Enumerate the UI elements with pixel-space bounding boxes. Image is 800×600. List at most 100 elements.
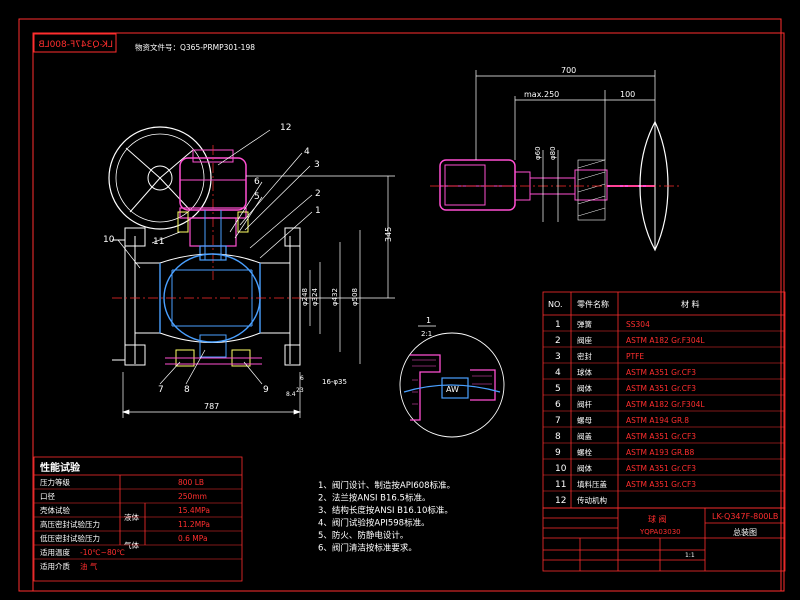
bom-no: 10 (555, 464, 567, 474)
bom-material: ASTM A193 GR.B8 (626, 448, 694, 457)
perf-value: 15.4MPa (178, 506, 210, 515)
balloon-5: 5 (254, 192, 260, 202)
detail-view (399, 332, 505, 438)
perf-table (33, 456, 243, 582)
balloon-3: 3 (314, 160, 320, 170)
part-balloons: 12 4 3 6 5 2 1 10 11 7 8 9 (103, 123, 321, 395)
side-dims (475, 70, 656, 222)
bom-no: 2 (555, 336, 561, 346)
front-view (108, 126, 318, 367)
dim-phi248: φ248 (301, 288, 309, 306)
detail-number: 1 (426, 316, 431, 325)
bom-part-name: 螺栓 (577, 447, 592, 457)
perf-value: -10℃~80℃ (80, 548, 125, 557)
bom-part-name: 填料压盖 (577, 479, 607, 489)
dim-6: 6 (300, 375, 304, 382)
drawing-id-box (33, 33, 117, 53)
title-product: 球 阀 (648, 514, 667, 524)
bom-no: 12 (555, 496, 566, 506)
balloon-11: 11 (153, 237, 164, 247)
bom-part-name: 球体 (577, 367, 592, 377)
dim-345: 345 (384, 227, 393, 242)
note-line: 3、结构长度按ANSI B16.10标准。 (318, 505, 453, 516)
bom-no: 4 (555, 368, 561, 378)
bom-part-name: 密封 (577, 351, 592, 361)
dim-8-4: 8.4 (286, 391, 296, 398)
handwheel (108, 126, 212, 230)
detail-aw-label: AW (446, 385, 459, 394)
bom-header-material: 材 料 (681, 299, 700, 309)
drawing-id-mirrored: LK-Q347F-800LB (38, 40, 113, 50)
perf-label: 高压密封试验压力 (40, 519, 100, 529)
bom-no: 1 (555, 320, 561, 330)
note-line: 4、阀门试验按API598标准。 (318, 518, 430, 529)
note-line: 6、阀门清洁按标准要求。 (318, 543, 417, 554)
note-line: 5、防火、防静电设计。 (318, 530, 408, 541)
dim-length-787: 787 (204, 402, 219, 411)
bom-part-name: 阀杆 (577, 399, 592, 409)
dim-phi60: φ60 (534, 146, 542, 160)
bom-no: 3 (555, 352, 561, 362)
note-line: 1、阀门设计、制造按API608标准。 (318, 480, 455, 491)
dim-phi324: φ324 (311, 287, 319, 306)
title-sheet-name: 总装图 (733, 527, 757, 537)
balloon-2: 2 (315, 189, 321, 199)
bom-part-name: 阀体 (577, 383, 592, 393)
dim-700: 700 (561, 66, 576, 75)
bom-material: ASTM A351 Gr.CF3 (626, 464, 696, 473)
side-gearbox (439, 159, 516, 211)
balloon-9: 9 (263, 385, 269, 395)
title-drawing-no: LK-Q347F-800LB (712, 512, 778, 521)
side-wall-hatch (577, 159, 606, 221)
note-line: 2、法兰按ANSI B16.5标准。 (318, 493, 430, 504)
title-scale: 1:1 (685, 552, 695, 559)
dim-phi80: φ80 (549, 146, 557, 160)
perf-label: 口径 (40, 491, 55, 501)
perf-value: 油 气 (80, 561, 98, 571)
balloon-1: 1 (315, 206, 321, 216)
bom-no: 11 (555, 480, 566, 490)
perf-value: 0.6 MPa (178, 534, 208, 543)
detail-scale: 2:1 (421, 330, 432, 338)
front-dims (121, 175, 395, 418)
bom-part-name: 阀体 (577, 463, 592, 473)
dim-23: 23 (296, 387, 304, 394)
balloon-7: 7 (158, 385, 164, 395)
bom-material: ASTM A182 Gr.F304L (626, 400, 705, 409)
bom-no: 8 (555, 432, 561, 442)
bom-material: ASTM A182 Gr.F304L (626, 336, 705, 345)
balloon-8: 8 (184, 385, 190, 395)
bom-part-name: 传动机构 (577, 495, 607, 505)
balloon-12: 12 (280, 123, 291, 133)
perf-value: 250mm (178, 492, 207, 501)
perf-label: 压力等级 (40, 477, 70, 487)
perf-value: 11.2MPa (178, 520, 210, 529)
perf-label: 适用温度 (40, 547, 70, 557)
dim-100: 100 (620, 90, 635, 99)
technical-notes: 1、阀门设计、制造按API608标准。 2、法兰按ANSI B16.5标准。3、结… (318, 480, 455, 554)
dim-phi432: φ432 (331, 288, 339, 306)
bom-part-name: 阀盖 (577, 431, 592, 441)
bom-header-name: 零件名称 (577, 299, 609, 309)
dim-max250: max.250 (524, 90, 559, 99)
balloon-4: 4 (304, 147, 310, 157)
balloon-6: 6 (254, 177, 260, 187)
bom-no: 6 (555, 400, 561, 410)
bom-part-name: 螺母 (577, 415, 592, 425)
dim-phi508: φ508 (351, 288, 359, 306)
bom-no: 7 (555, 416, 561, 426)
balloon-10: 10 (103, 235, 115, 245)
bom-material: ASTM A351 Gr.CF3 (626, 432, 696, 441)
perf-label: 适用介质 (40, 561, 70, 571)
inner-frame (32, 32, 785, 592)
bom-no: 9 (555, 448, 561, 458)
bom-material: ASTM A351 Gr.CF3 (626, 480, 696, 489)
bom-material: PTFE (626, 352, 644, 361)
title-block (542, 507, 786, 572)
bom-material: SS304 (626, 320, 650, 329)
bom-no: 5 (555, 384, 561, 394)
side-view (430, 120, 680, 252)
perf-title: 性能试验 (39, 461, 81, 474)
